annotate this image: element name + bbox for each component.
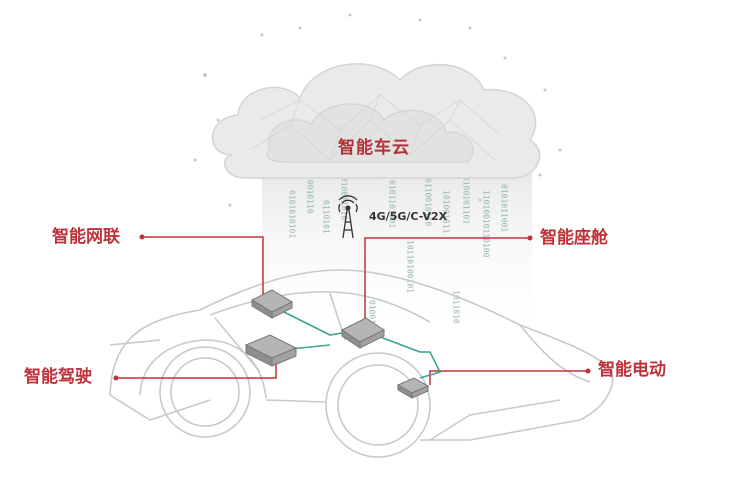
leader-lines xyxy=(116,236,588,385)
label-smart-cockpit: 智能座舱 xyxy=(540,228,608,248)
svg-text:11010010110100: 11010010110100 xyxy=(482,190,491,258)
network-particles xyxy=(193,13,562,207)
cloud-title: 智能车云 xyxy=(338,138,410,158)
label-smart-driving: 智能驾驶 xyxy=(24,367,92,387)
data-stream-beam xyxy=(262,160,532,340)
svg-text:0100101: 0100101 xyxy=(368,300,377,334)
module-cockpit xyxy=(341,317,385,349)
svg-text:0110101: 0110101 xyxy=(322,200,331,234)
leader-dots xyxy=(113,234,591,381)
svg-text:0100101101: 0100101101 xyxy=(462,176,471,224)
svg-text:101001011: 101001011 xyxy=(442,190,451,234)
module-network xyxy=(250,289,294,319)
svg-text:0110010110: 0110010110 xyxy=(424,178,433,226)
module-powertrain xyxy=(396,377,430,399)
cloud-icon xyxy=(211,63,541,179)
svg-text:0101011001: 0101011001 xyxy=(500,184,509,232)
ecu-modules xyxy=(244,289,430,399)
module-driving xyxy=(244,334,298,367)
label-smart-powertrain: 智能电动 xyxy=(598,360,666,380)
svg-text:1011010: 1011010 xyxy=(452,290,461,324)
signal-tower-icon xyxy=(338,195,358,239)
svg-text:10010110: 10010110 xyxy=(306,175,315,214)
label-smart-network: 智能网联 xyxy=(52,227,120,247)
connectivity-label: 4G/5G/C-V2X xyxy=(369,210,448,223)
svg-text:10110100101: 10110100101 xyxy=(406,240,415,293)
svg-text:0101010101: 0101010101 xyxy=(288,190,297,238)
svg-text:0101101001: 0101101001 xyxy=(388,180,397,228)
